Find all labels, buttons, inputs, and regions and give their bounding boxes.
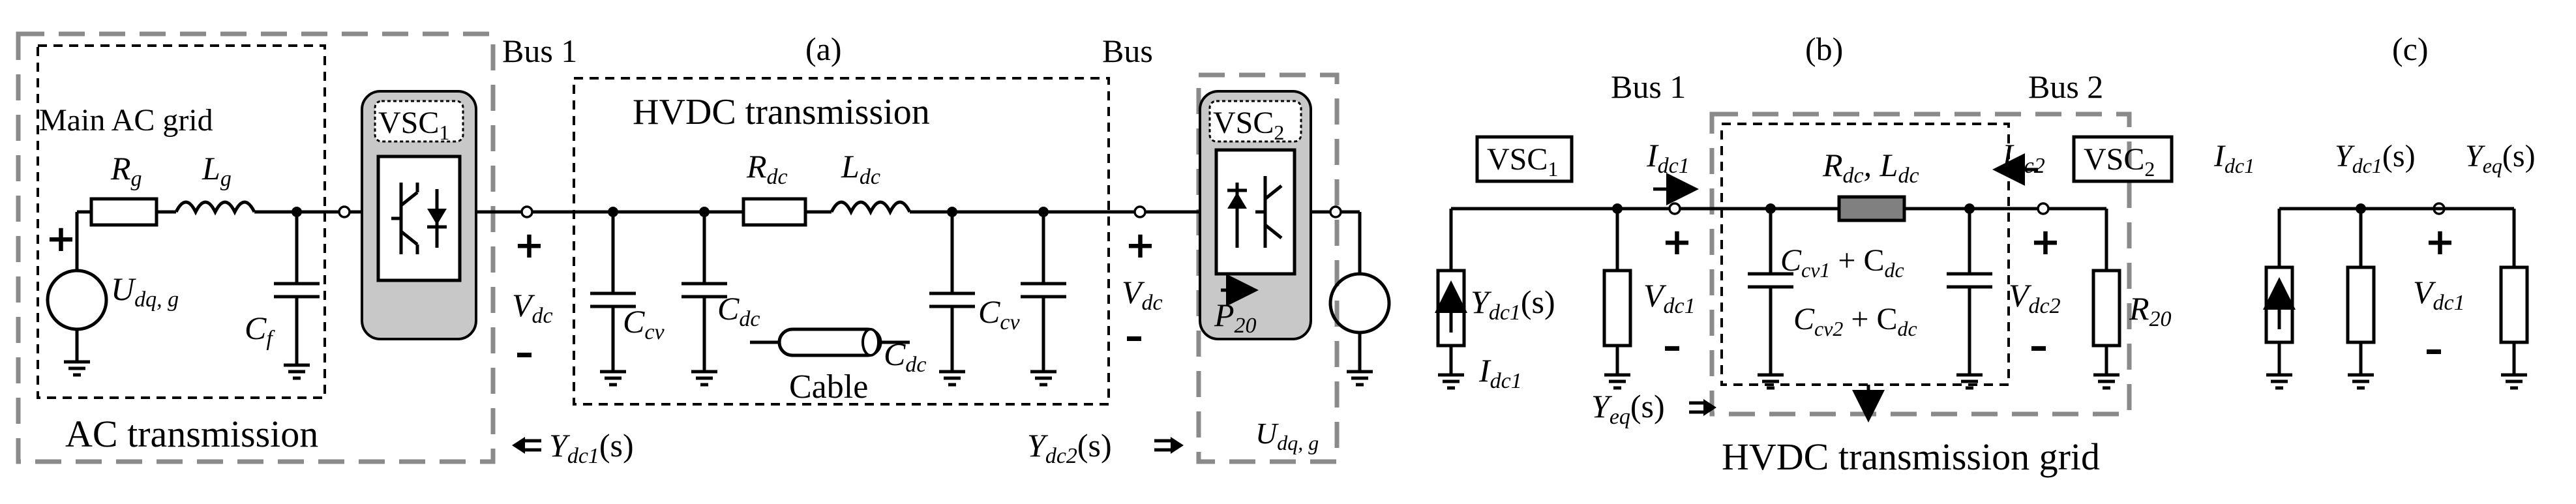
main-ac-grid-box bbox=[37, 44, 326, 399]
vsc2-label-b: VSC2 bbox=[2084, 142, 2155, 181]
vsc2-label: VSC2 bbox=[1213, 106, 1284, 144]
svg-text:+: + bbox=[2425, 221, 2455, 263]
rdc-resistor bbox=[741, 197, 807, 227]
svg-text:Yeq(s): Yeq(s) bbox=[1591, 388, 1665, 429]
bus2-label-b: Bus 2 bbox=[2028, 68, 2103, 105]
svg-text:+: + bbox=[1662, 221, 1692, 263]
ydc1-admittance-b bbox=[1602, 269, 1632, 348]
ccv1-cdc-label: Ccv1 + Cdc bbox=[1780, 243, 1904, 282]
yeq-label-c: Yeq(s) bbox=[2465, 139, 2536, 177]
rg-label: Rg bbox=[110, 150, 142, 191]
vdc-left-label: Vdc bbox=[512, 287, 553, 328]
svg-text:–: – bbox=[2425, 329, 2443, 371]
ldc-inductor bbox=[830, 200, 912, 216]
panel-a-label: (a) bbox=[805, 31, 842, 67]
r20-resistor bbox=[2091, 269, 2121, 348]
vdc1-label-b: Vdc1 bbox=[1643, 277, 1696, 318]
cable-label: Cable bbox=[789, 368, 868, 406]
svg-text:Ydc1(s): Ydc1(s) bbox=[549, 427, 634, 468]
panel-b: (b) Bus 1 Bus 2 VSC1 Ydc1(s) Idc1 Idc1 +… bbox=[1435, 31, 2174, 478]
hvdc-transmission-label: HVDC transmission bbox=[633, 92, 930, 132]
ccv2-cdc-label: Ccv2 + Cdc bbox=[1793, 302, 1917, 340]
ydc1-admittance-c bbox=[2346, 265, 2376, 344]
udq-left-label: Udq, g bbox=[111, 271, 179, 312]
idc1-top-label-b: Idc1 bbox=[1646, 137, 1690, 178]
ydc1s-label-b: Ydc1(s) bbox=[1471, 284, 1555, 325]
svg-text:–: – bbox=[1663, 325, 1681, 368]
panel-a: (a) Main AC grid AC transmission HVDC tr… bbox=[16, 31, 1391, 468]
rdc-label: Rdc bbox=[746, 148, 788, 189]
idc1-label-c: Idc1 bbox=[2213, 139, 2254, 177]
yeq-admittance-c bbox=[2499, 265, 2529, 344]
svg-text:+: + bbox=[46, 218, 76, 260]
bus1-label-b: Bus 1 bbox=[1611, 68, 1686, 105]
svg-text:Ydc2(s): Ydc2(s) bbox=[1027, 427, 1112, 468]
lg-label: Lg bbox=[202, 150, 232, 191]
vsc1-box-b bbox=[1475, 135, 1574, 183]
main-ac-grid-label: Main AC grid bbox=[39, 103, 213, 138]
rdc-ldc-block bbox=[1837, 195, 1906, 222]
ccv-right-label: Ccv bbox=[978, 293, 1020, 334]
yeq-indicator-b: Yeq(s) bbox=[1591, 388, 1716, 429]
ydc1s-label-c: Ydc1(s) bbox=[2335, 139, 2416, 177]
ydc1-indicator: Ydc1(s) bbox=[512, 427, 634, 468]
bus-label: Bus bbox=[1102, 33, 1153, 69]
svg-text:+: + bbox=[2030, 221, 2061, 263]
vdc2-label-b: Vdc2 bbox=[2009, 277, 2061, 318]
bus1-label: Bus 1 bbox=[502, 33, 577, 69]
hvdc-inner-box bbox=[1720, 123, 2010, 386]
ac-transmission-box bbox=[16, 31, 496, 464]
vsc1-label: VSC1 bbox=[378, 106, 449, 144]
panel-c-label: (c) bbox=[2392, 31, 2429, 67]
svg-text:–: – bbox=[2029, 325, 2048, 368]
p20-label: P20 bbox=[1214, 297, 1257, 338]
svg-text:+: + bbox=[1125, 224, 1156, 267]
svg-text:+: + bbox=[514, 224, 545, 267]
vsc2-box-b bbox=[2072, 135, 2174, 183]
cdc-left-label: Cdc bbox=[717, 290, 760, 331]
hvdc-grid-label: HVDC transmission grid bbox=[1722, 436, 2100, 478]
panel-c: (c) Idc1 Ydc1(s) Yeq(s) + Vdc1 – bbox=[2213, 31, 2536, 390]
vdc1-label-c: Vdc1 bbox=[2413, 274, 2465, 315]
vsc1-label-b: VSC1 bbox=[1487, 142, 1558, 181]
ldc-label: Ldc bbox=[841, 148, 880, 189]
panel-b-label: (b) bbox=[1805, 31, 1843, 67]
idc2-top-label-b: Idc2 bbox=[2001, 137, 2045, 178]
svg-text:–: – bbox=[515, 332, 533, 374]
hvdc-transmission-box bbox=[573, 77, 1110, 406]
ac-transmission-label: AC transmission bbox=[65, 413, 318, 455]
rdc-ldc-label: Rdc, Ldc bbox=[1822, 147, 1919, 188]
udq-right-label: Udq, g bbox=[1255, 417, 1319, 454]
svg-text:–: – bbox=[1125, 316, 1143, 358]
cf-label: Cf bbox=[245, 310, 275, 351]
lg-inductor bbox=[174, 200, 256, 216]
r20-label: R20 bbox=[2129, 290, 2172, 331]
igbt-icon bbox=[376, 155, 462, 282]
ac-source-left bbox=[46, 269, 108, 331]
vdc-right-label: Vdc bbox=[1122, 274, 1163, 315]
ground-icon bbox=[64, 360, 90, 377]
ccv-left-label: Ccv bbox=[623, 303, 665, 344]
hvdc-grid-box bbox=[1709, 111, 2132, 417]
rg-resistor bbox=[89, 197, 158, 227]
ydc2-indicator: Ydc2(s) bbox=[1027, 427, 1184, 468]
idc1-bottom-label-b: Idc1 bbox=[1478, 352, 1522, 393]
